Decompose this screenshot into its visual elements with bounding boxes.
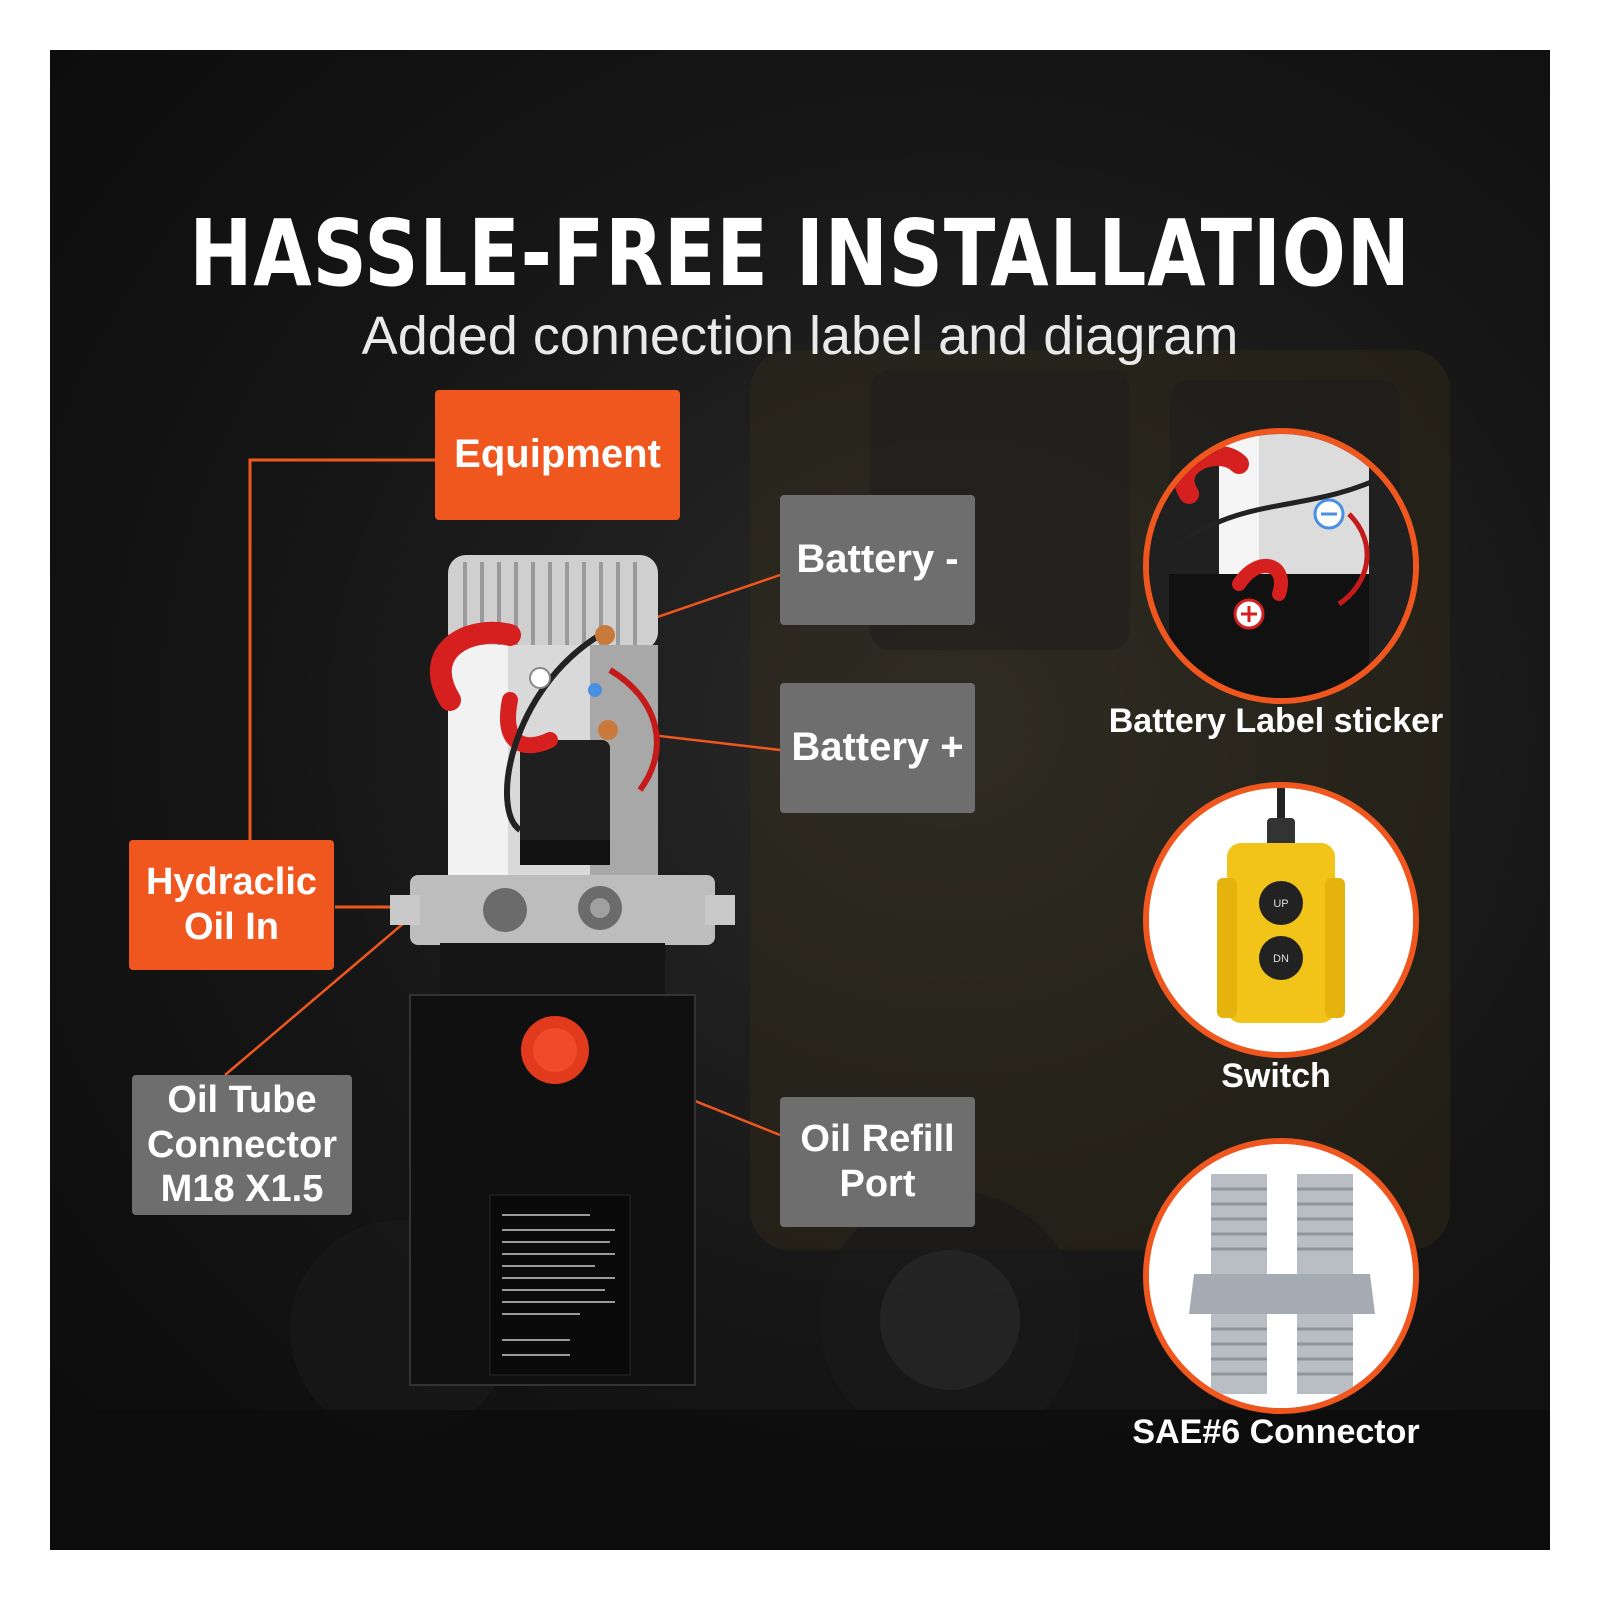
- svg-text:DN: DN: [1273, 953, 1289, 965]
- oil-tube-connector-callout: Oil Tube Connector M18 X1.5: [132, 1075, 352, 1215]
- battery-positive-callout: Battery +: [780, 683, 975, 813]
- equipment-label: Equipment: [454, 432, 661, 477]
- sae6-connector-circle: [1143, 1138, 1419, 1414]
- oil-refill-line1: Oil Refill: [800, 1118, 955, 1161]
- switch-caption: Switch: [1221, 1057, 1331, 1095]
- sae6-connector-caption: SAE#6 Connector: [1132, 1413, 1420, 1451]
- hydraulic-power-unit-image: [390, 555, 735, 1386]
- battery-positive-label: Battery +: [791, 725, 964, 770]
- remote-switch-icon: UP DN: [1149, 788, 1413, 1052]
- battery-label-sticker-caption: Battery Label sticker: [1108, 702, 1444, 740]
- product-infographic: HASSLE-FREE INSTALLATION Added connectio…: [50, 50, 1550, 1550]
- hydraulic-oil-in-line2: Oil In: [184, 906, 279, 948]
- oil-tube-line1: Oil Tube: [167, 1078, 317, 1121]
- oil-refill-line2: Port: [839, 1163, 916, 1205]
- oil-tube-line2: Connector: [147, 1123, 337, 1166]
- oil-refill-port-callout: Oil Refill Port: [780, 1097, 975, 1227]
- battery-negative-callout: Battery -: [780, 495, 975, 625]
- hydraulic-oil-in-line1: Hydraclic: [145, 861, 318, 904]
- svg-text:UP: UP: [1273, 898, 1288, 910]
- battery-terminal-icon: [1149, 434, 1413, 698]
- page-title: HASSLE-FREE INSTALLATION: [189, 200, 1411, 307]
- page-subtitle: Added connection label and diagram: [361, 306, 1239, 366]
- fitting-connector-icon: [1149, 1144, 1413, 1408]
- oil-tube-line3: M18 X1.5: [160, 1168, 324, 1211]
- switch-circle: UP DN: [1143, 782, 1419, 1058]
- equipment-callout: Equipment: [435, 390, 680, 520]
- battery-label-sticker-circle: [1143, 428, 1419, 704]
- hydraulic-oil-in-callout: Hydraclic Oil In: [129, 840, 334, 970]
- battery-negative-label: Battery -: [796, 537, 959, 582]
